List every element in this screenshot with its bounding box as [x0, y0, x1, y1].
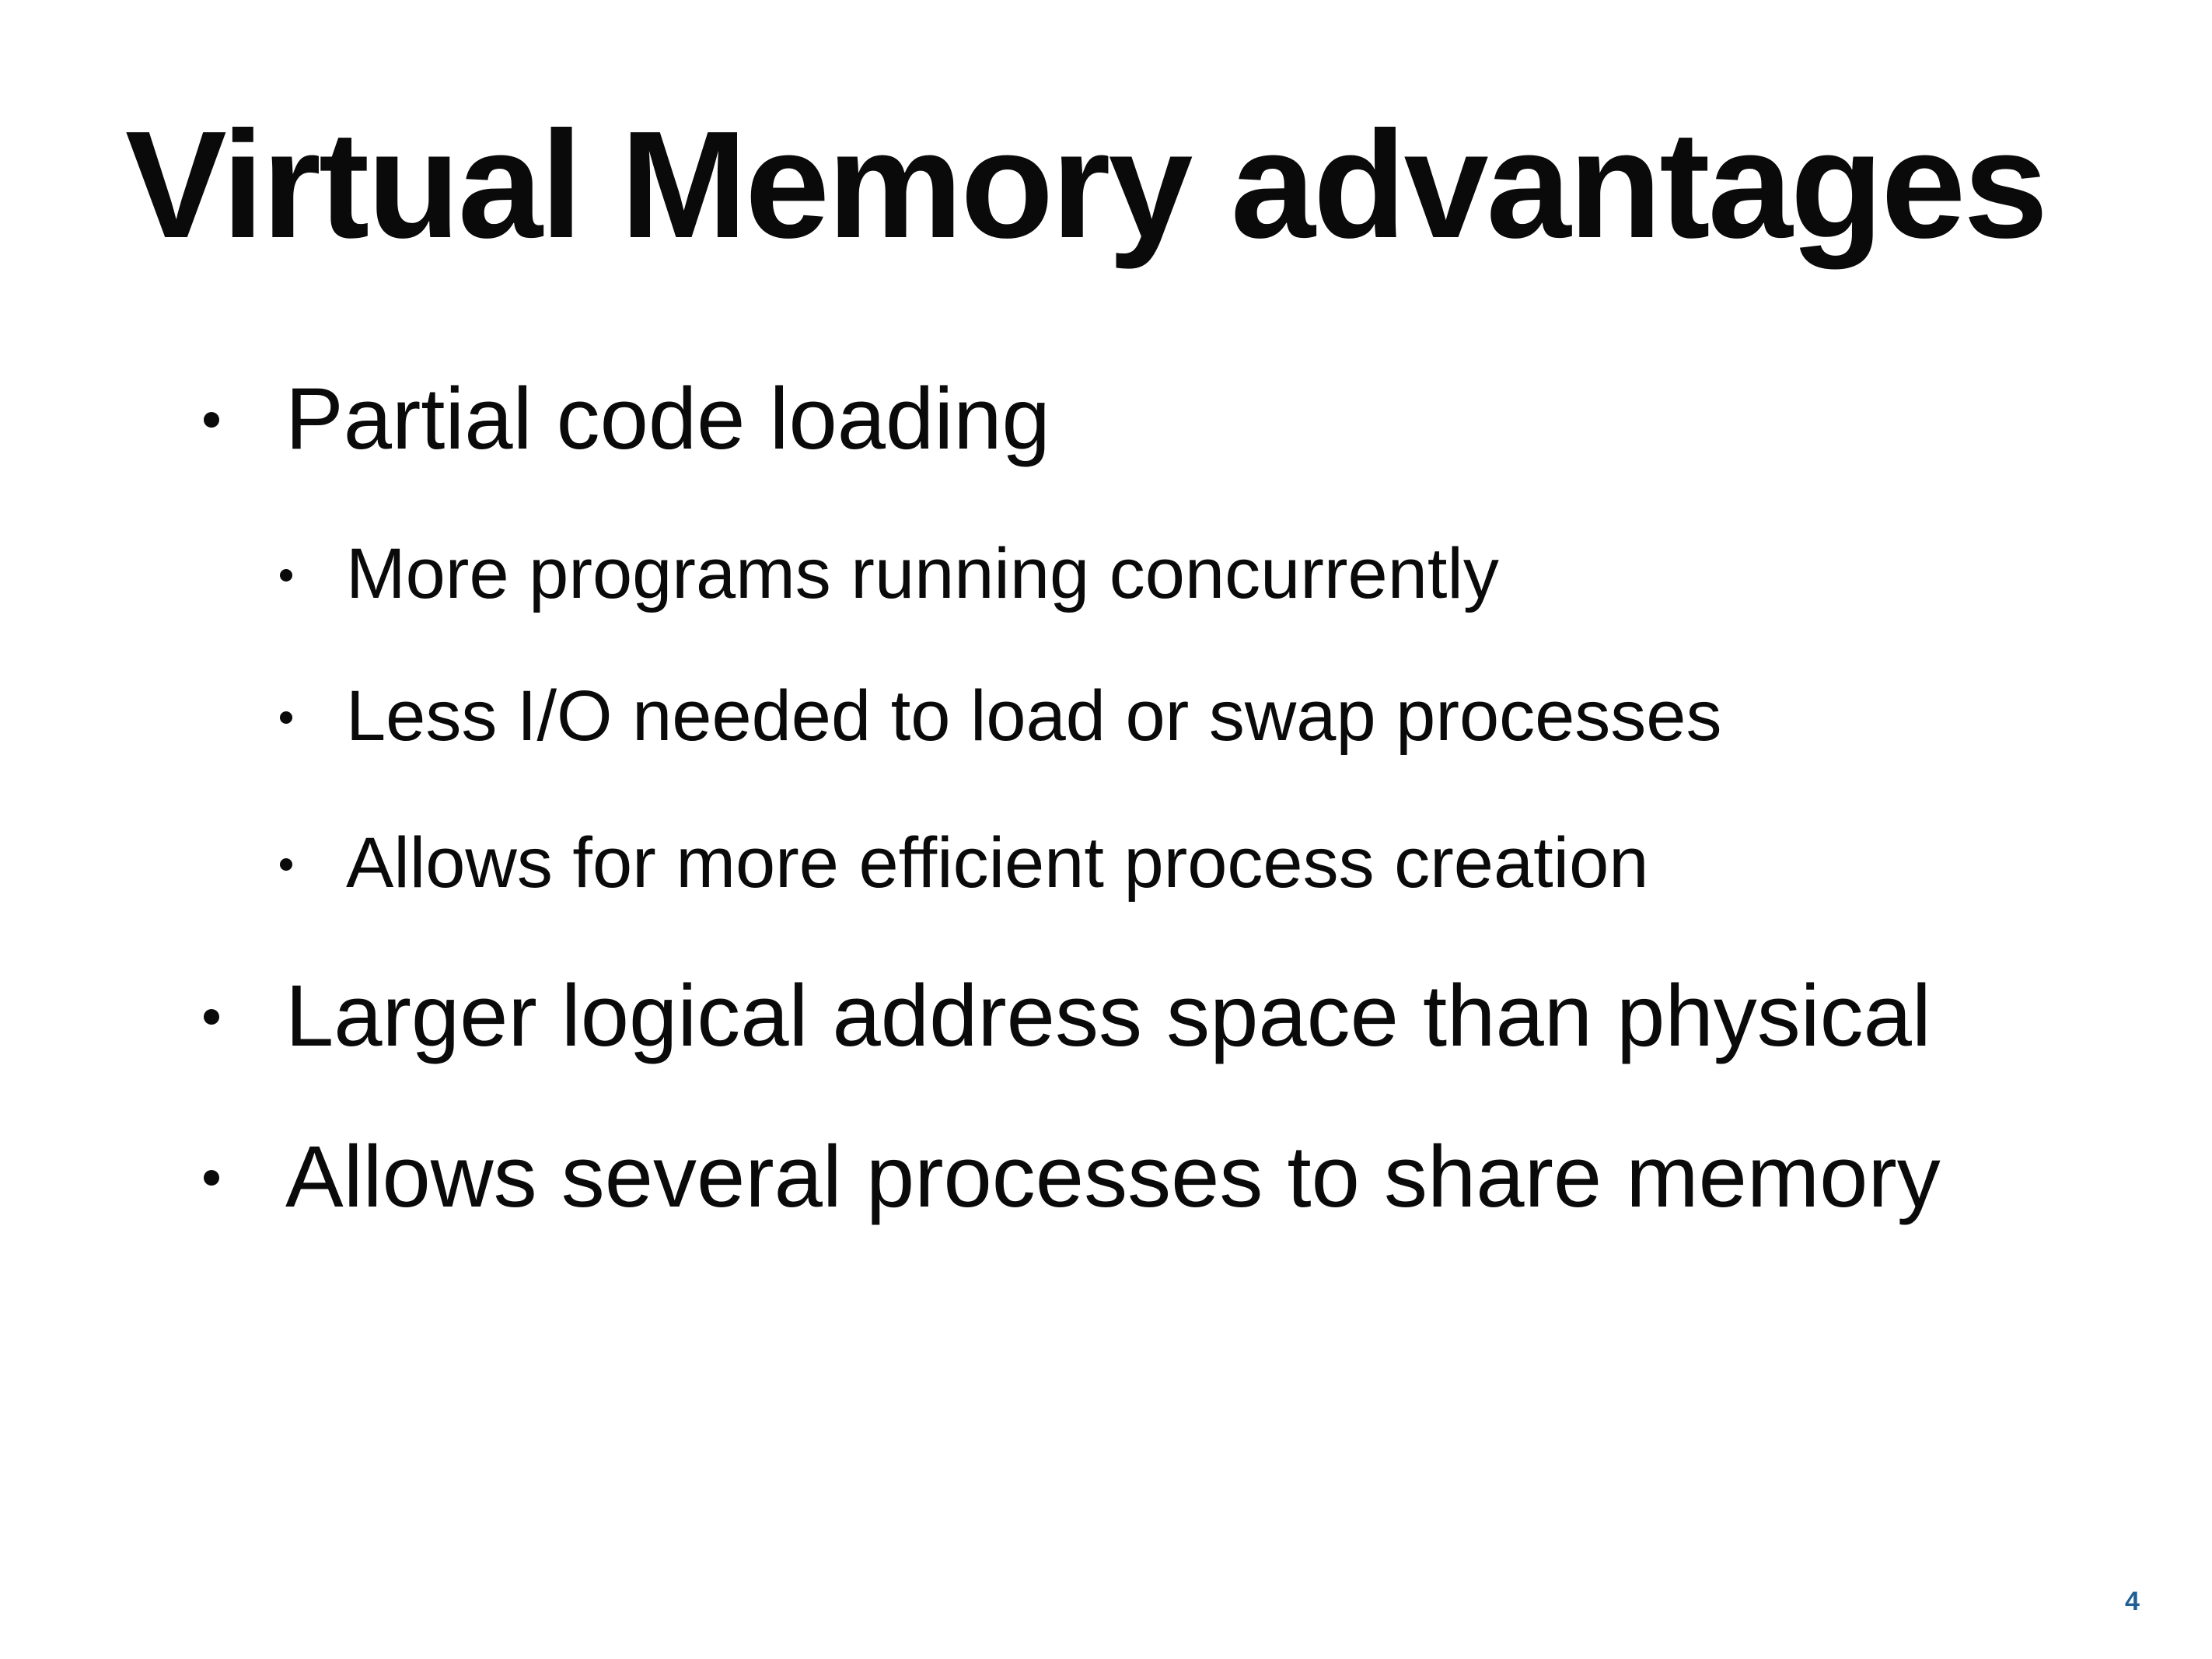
slide-title: Virtual Memory advantages	[125, 100, 2048, 270]
sub-bullet-dot	[280, 569, 292, 582]
sub-bullet-item: More programs running concurrently	[346, 534, 1499, 613]
bullet-dot	[204, 1170, 219, 1186]
sub-bullet-item: Allows for more efficient process creati…	[346, 823, 1649, 903]
sub-bullet-item: Less I/O needed to load or swap processe…	[346, 676, 1722, 756]
bullet-item: Partial code loading	[285, 370, 1050, 467]
bullet-dot	[204, 1009, 219, 1025]
sub-bullet-dot	[280, 858, 292, 871]
bullet-dot	[204, 412, 219, 428]
page-number: 4	[2125, 1587, 2140, 1616]
bullet-item: Larger logical address space than physic…	[285, 967, 1931, 1064]
sub-bullet-dot	[280, 711, 292, 724]
bullet-item: Allows several processes to share memory	[285, 1128, 1941, 1225]
